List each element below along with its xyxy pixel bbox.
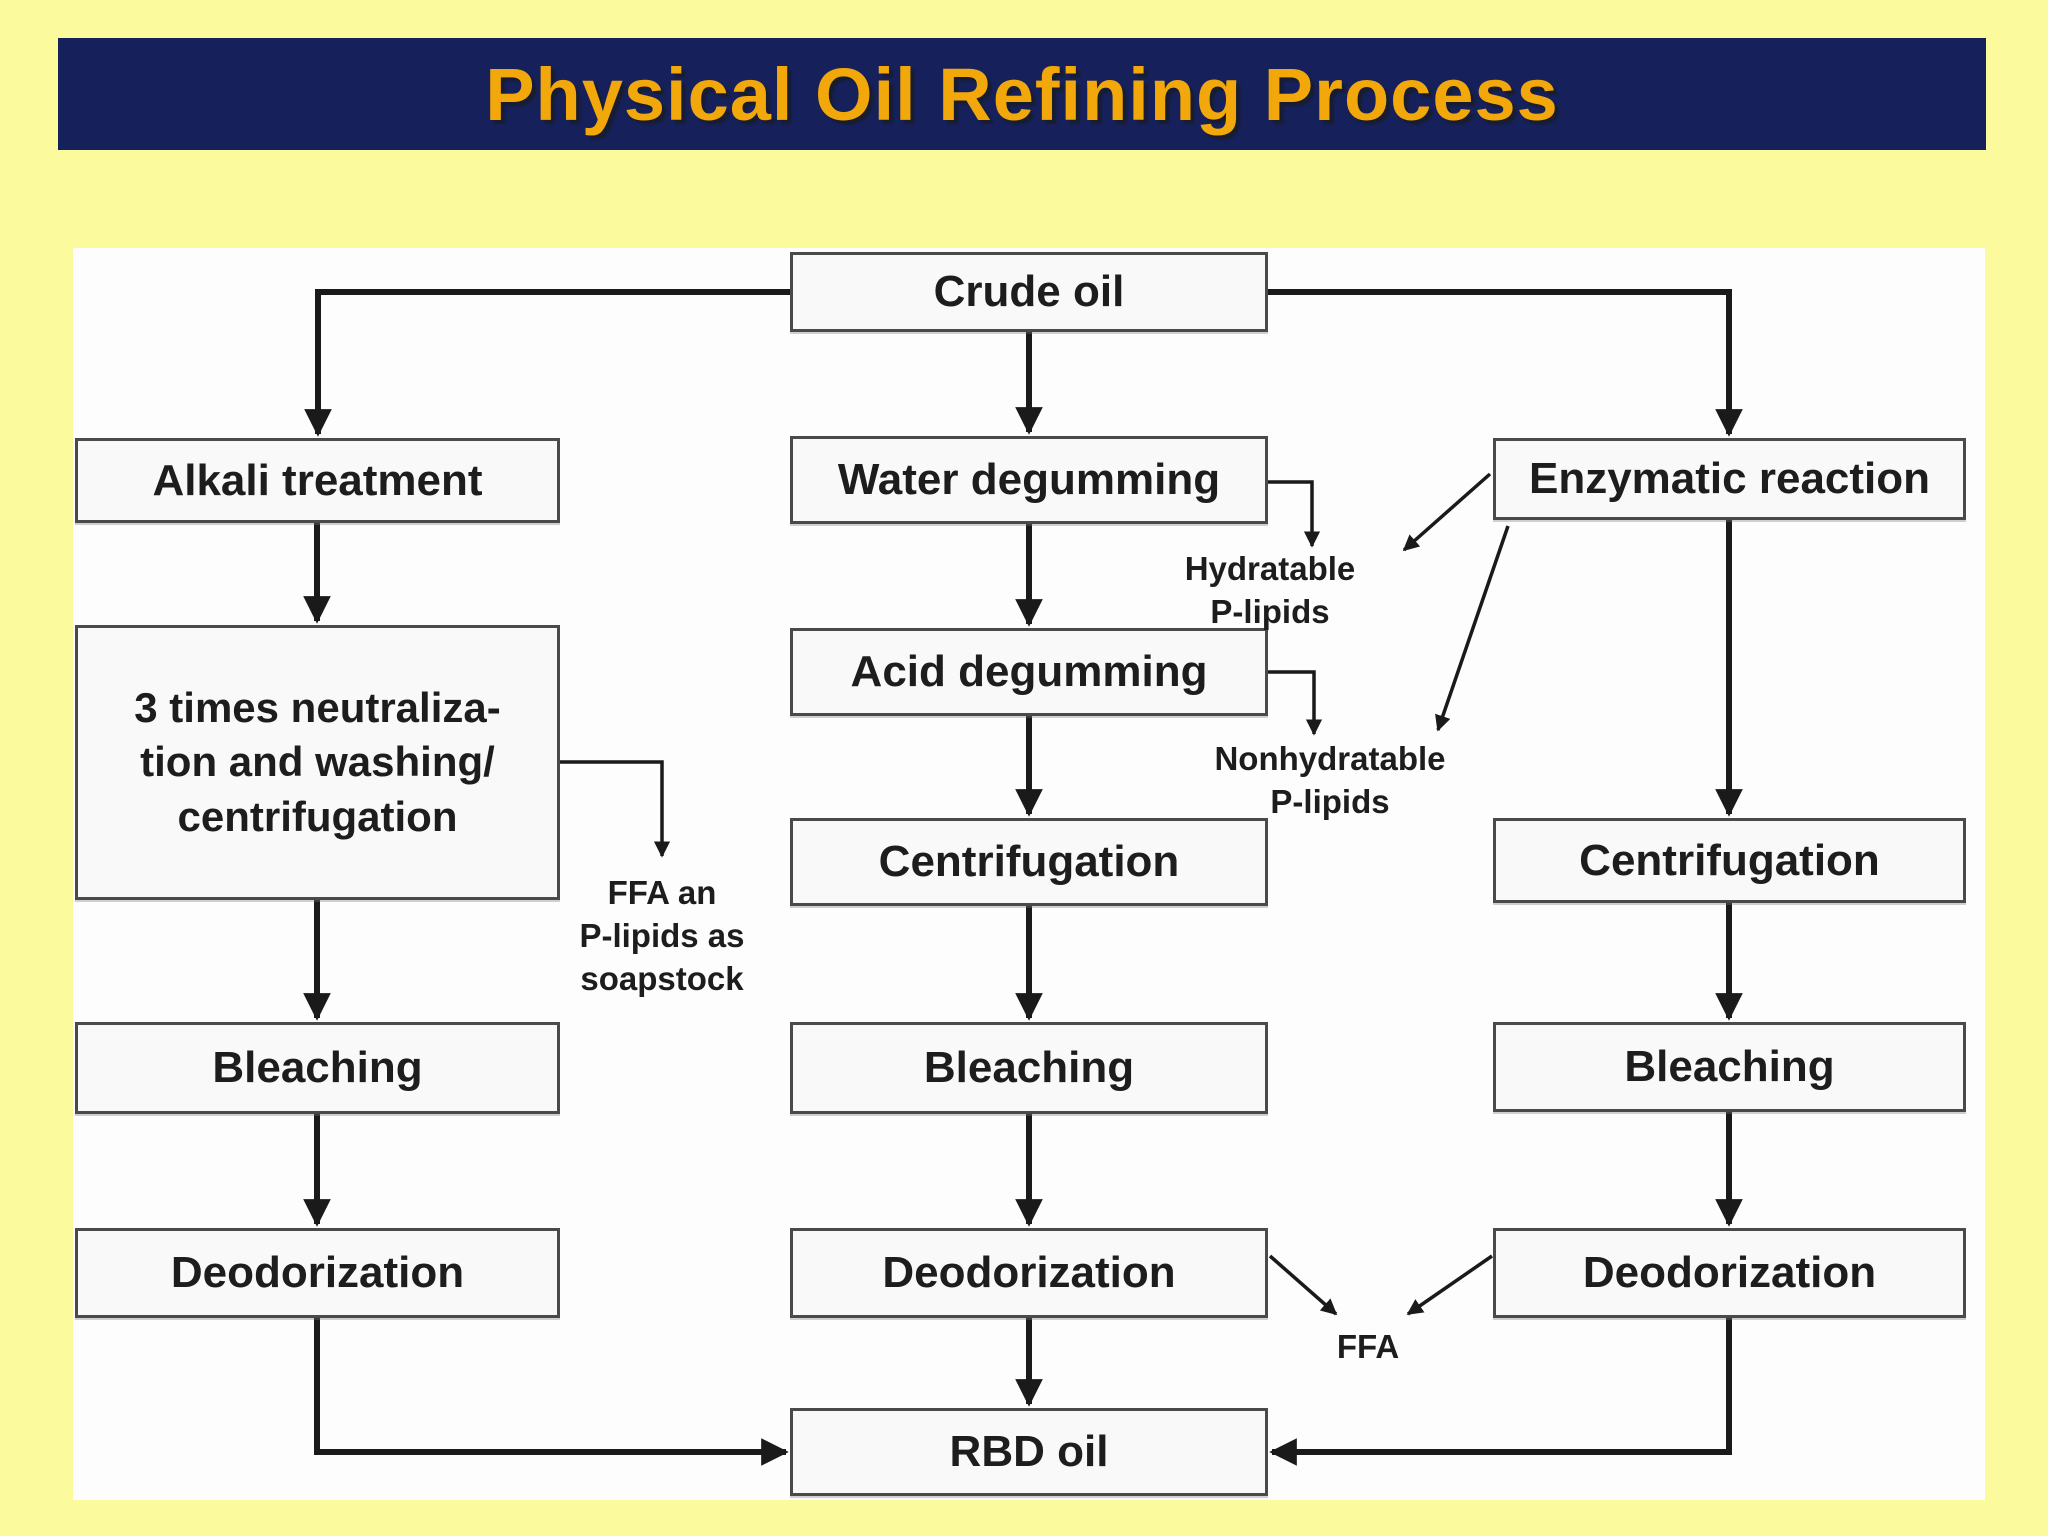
label-ffa: FFA <box>1336 1328 1400 1365</box>
node-centrifugation-right: Centrifugation <box>1493 818 1966 903</box>
node-centrifugation-mid: Centrifugation <box>790 818 1268 906</box>
node-neutralization: 3 times neutraliza- tion and washing/ ce… <box>75 625 560 900</box>
label-ffa-p-lipids-soapstock: FFA an P-lipids as soapstock <box>579 874 745 997</box>
node-crude-oil: Crude oil <box>790 252 1268 332</box>
node-bleaching-right: Bleaching <box>1493 1022 1966 1112</box>
node-bleaching-mid: Bleaching <box>790 1022 1268 1114</box>
node-alkali-treatment: Alkali treatment <box>75 438 560 523</box>
title-bar: Physical Oil Refining Process <box>58 38 1986 150</box>
node-deodorization-right: Deodorization <box>1493 1228 1966 1318</box>
label-nonhydratable-p-lipids: Nonhydratable P-lipids <box>1214 740 1446 820</box>
label-hydratable-p-lipids: Hydratable P-lipids <box>1184 550 1356 630</box>
page-title: Physical Oil Refining Process <box>485 52 1559 136</box>
node-bleaching-left: Bleaching <box>75 1022 560 1114</box>
node-deodorization-mid: Deodorization <box>790 1228 1268 1318</box>
node-enzymatic-reaction: Enzymatic reaction <box>1493 438 1966 520</box>
node-acid-degumming: Acid degumming <box>790 628 1268 716</box>
node-deodorization-left: Deodorization <box>75 1228 560 1318</box>
node-water-degumming: Water degumming <box>790 436 1268 524</box>
node-rbd-oil: RBD oil <box>790 1408 1268 1496</box>
